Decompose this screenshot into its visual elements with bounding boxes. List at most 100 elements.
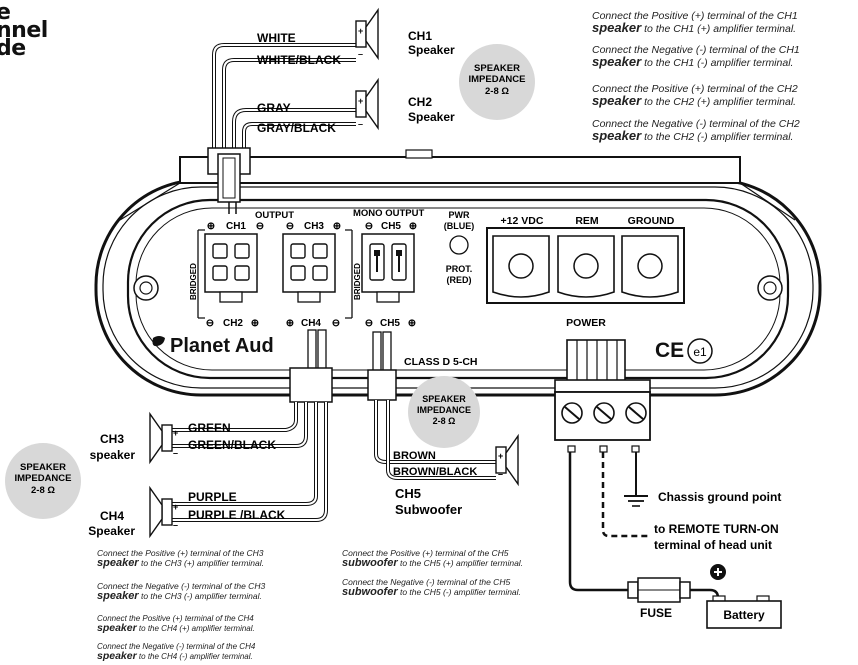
note-item: Connect the Positive (+) terminal of the… — [342, 548, 524, 569]
wire-label-purple-black: PURPLE /BLACK — [188, 508, 286, 522]
output-section: OUTPUT MONO OUTPUT CH1 ⊕ ⊖ BRIDGED CH2 ⊖… — [189, 208, 424, 329]
ch5-speaker-icon: + – — [495, 435, 519, 485]
ch2-label: CH2 — [408, 95, 432, 109]
wire-label-brown-black: BROWN/BLACK — [393, 466, 477, 478]
note-item: Connect the Positive (+) terminal of the… — [592, 10, 798, 35]
svg-text:2-8 Ω: 2-8 Ω — [31, 485, 55, 496]
svg-text:⊖: ⊖ — [332, 318, 340, 329]
svg-text:⊖: ⊖ — [206, 318, 214, 329]
svg-text:–: – — [498, 469, 503, 479]
svg-text:⊖: ⊖ — [365, 221, 373, 232]
wire-label-green-black: GREEN/BLACK — [188, 438, 276, 452]
rem-label: REM — [575, 215, 599, 227]
wire-label-green: GREEN — [188, 421, 231, 435]
battery-icon — [706, 564, 782, 629]
svg-text:+: + — [358, 96, 363, 106]
note-item: Connect the Negative (-) terminal of the… — [592, 118, 800, 143]
remote-label: to REMOTE TURN-ON — [654, 522, 779, 536]
svg-text:–: – — [358, 49, 363, 59]
note-item: Connect the Positive (+) terminal of the… — [592, 83, 798, 108]
svg-text:2-8 Ω: 2-8 Ω — [485, 86, 509, 97]
chassis-label: Chassis ground point — [658, 490, 781, 504]
pwr-led — [449, 235, 469, 255]
title-line: nnel — [0, 18, 48, 43]
bridged-label: BRIDGED — [189, 263, 198, 300]
note-item: Connect the Positive (+) terminal of the… — [97, 614, 255, 634]
ch3-sub-label: speaker — [90, 448, 136, 462]
brand-text: Planet Aud — [170, 335, 274, 357]
wire-label-purple: PURPLE — [188, 490, 237, 504]
ch5-label: CH5 — [395, 486, 421, 501]
svg-text:+: + — [173, 502, 178, 512]
svg-text:IMPEDANCE: IMPEDANCE — [468, 74, 525, 85]
svg-text:–: – — [173, 520, 178, 530]
prot-color-label: (RED) — [447, 275, 472, 285]
ch5-wiring — [367, 331, 496, 480]
ch4-label: CH4 — [100, 509, 124, 523]
svg-text:–: – — [358, 119, 363, 129]
fuse-icon — [627, 577, 691, 603]
brand-logo: Planet Aud CLASS D 5-CH CE e1 — [152, 335, 713, 368]
svg-text:⊕: ⊕ — [251, 318, 259, 329]
ch2-speaker-icon: + – — [355, 79, 379, 129]
e1-mark: e1 — [693, 345, 707, 359]
fuse-label: FUSE — [640, 606, 672, 620]
ch1-speaker-icon: + – — [355, 9, 379, 59]
ch3-label: CH3 — [100, 432, 124, 446]
svg-text:+: + — [358, 26, 363, 36]
note-item: Connect the Negative (-) terminal of the… — [97, 581, 266, 602]
note-item: Connect the Negative (-) terminal of the… — [592, 44, 800, 69]
ch2-sub-label: Speaker — [408, 110, 455, 124]
impedance-badge-top: SPEAKER IMPEDANCE 2-8 Ω — [459, 44, 535, 120]
ch3-speaker-icon: + – — [149, 413, 178, 463]
wire-label-white-black: WHITE/BLACK — [257, 53, 341, 67]
svg-text:SPEAKER: SPEAKER — [422, 394, 466, 404]
svg-text:IMPEDANCE: IMPEDANCE — [417, 405, 471, 415]
ch3-ch4-wiring — [172, 329, 333, 522]
ch2-terminal-label: CH2 — [223, 318, 243, 329]
ch4-speaker-icon: + – — [149, 487, 178, 537]
ch5-sub-label: Subwoofer — [395, 502, 462, 517]
svg-text:⊕: ⊕ — [409, 221, 417, 232]
ch3-terminal-label: CH3 — [304, 221, 324, 232]
ch1-ch2-wiring — [207, 43, 356, 214]
battery-label: Battery — [723, 608, 765, 622]
impedance-badge-left: SPEAKER IMPEDANCE 2-8 Ω — [5, 443, 81, 519]
remote-sub-label: terminal of head unit — [654, 538, 772, 552]
bridged-label-2: BRIDGED — [353, 263, 362, 300]
wire-label-brown: BROWN — [393, 450, 436, 462]
class-d-label: CLASS D 5-CH — [404, 356, 478, 368]
svg-text:SPEAKER: SPEAKER — [474, 63, 520, 74]
svg-text:⊕: ⊕ — [207, 221, 215, 232]
diagram-title: e nnel de — [0, 2, 48, 61]
power-wiring — [554, 339, 720, 600]
e1-mark-circle — [687, 338, 713, 364]
ch1-terminal-label: CH1 — [226, 221, 246, 232]
output-label: OUTPUT — [255, 210, 294, 221]
wire-label-white: WHITE — [257, 31, 296, 45]
pwr-color-label: (BLUE) — [444, 221, 475, 231]
prot-label: PROT. — [446, 264, 473, 274]
power-label: POWER — [566, 317, 606, 329]
svg-text:+: + — [173, 428, 178, 438]
vdc-label: +12 VDC — [501, 215, 544, 227]
ch4-terminal-label: CH4 — [301, 318, 321, 329]
power-terminal-block: +12 VDC REM GROUND POWER — [486, 215, 685, 329]
ground-label: GROUND — [628, 215, 675, 227]
svg-text:⊖: ⊖ — [286, 221, 294, 232]
ch1-label: CH1 — [408, 29, 432, 43]
wire-label-gray: GRAY — [257, 101, 291, 115]
status-leds: PWR (BLUE) PROT. (RED) — [444, 210, 475, 285]
svg-text:–: – — [173, 448, 178, 458]
svg-text:⊖: ⊖ — [365, 318, 373, 329]
svg-text:⊕: ⊕ — [286, 318, 294, 329]
note-item: Connect the Negative (-) terminal of the… — [342, 577, 521, 598]
wire-label-gray-black: GRAY/BLACK — [257, 121, 336, 135]
svg-text:⊕: ⊕ — [408, 318, 416, 329]
svg-text:⊖: ⊖ — [256, 221, 264, 232]
mono-output-label: MONO OUTPUT — [353, 208, 424, 219]
ch4-sub-label: Speaker — [88, 524, 135, 538]
title-line: de — [0, 36, 26, 61]
